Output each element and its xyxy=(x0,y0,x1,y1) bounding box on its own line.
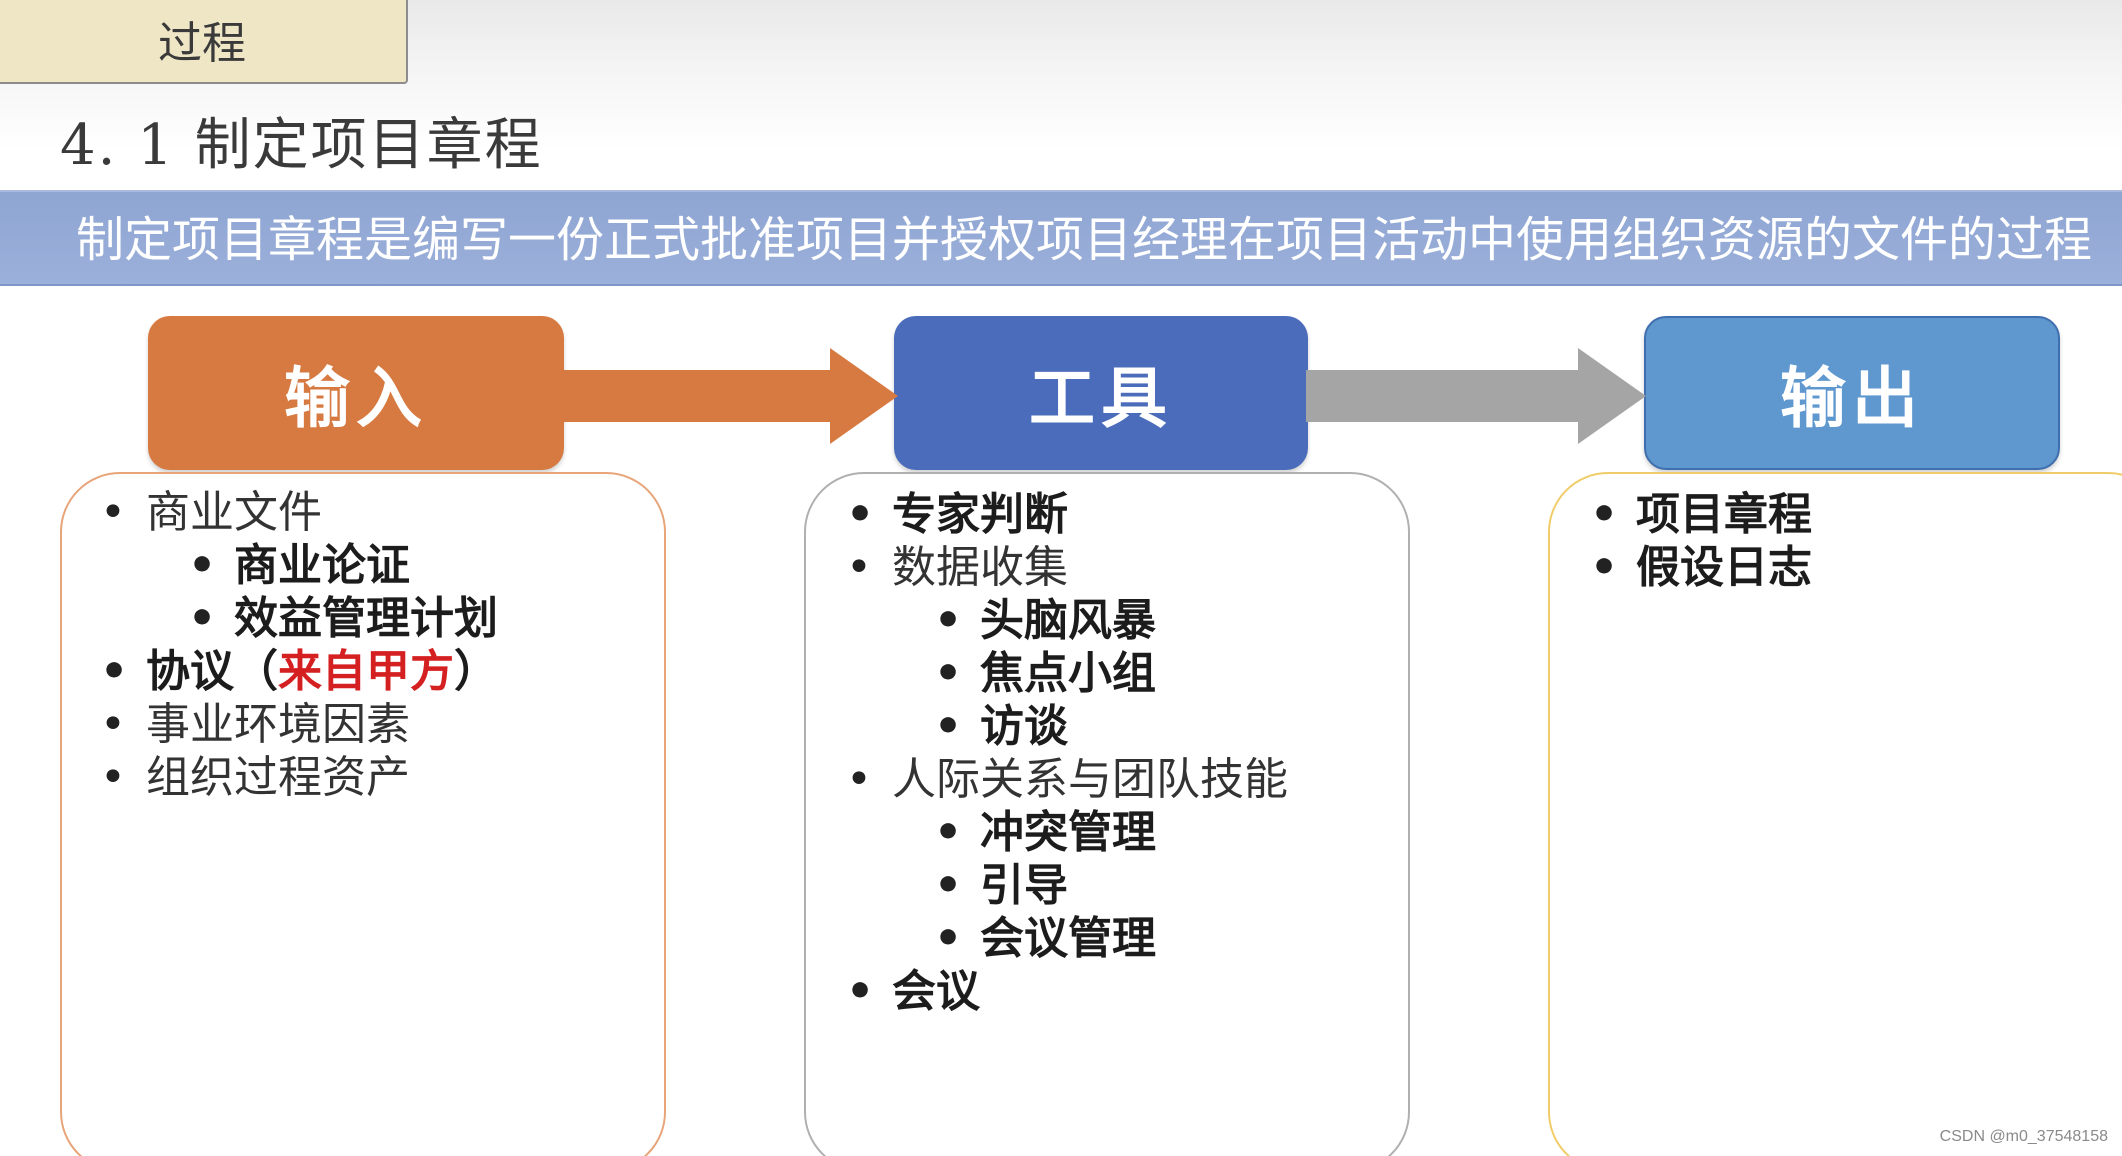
tool-item-meetings: 会议 xyxy=(846,965,1288,1018)
input-item-business-case: 商业论证 xyxy=(188,539,498,592)
agreements-suffix: ） xyxy=(454,646,498,697)
agreements-highlight: 来自甲方 xyxy=(278,646,454,697)
process-tab-label: 过程 xyxy=(158,18,246,69)
input-item-eef: 事业环境因素 xyxy=(100,698,498,751)
input-header-label: 输入 xyxy=(284,360,428,437)
tool-item-interviews: 访谈 xyxy=(934,700,1288,753)
definition-text: 制定项目章程是编写一份正式批准项目并授权项目经理在项目活动中使用组织资源的文件的… xyxy=(76,212,2093,268)
process-tab[interactable]: 过程 xyxy=(0,0,408,84)
input-item-benefits-plan: 效益管理计划 xyxy=(188,592,498,645)
output-content-box xyxy=(1548,472,2122,1156)
output-item-assumption-log: 假设日志 xyxy=(1590,541,1812,594)
output-header-label: 输出 xyxy=(1780,360,1924,437)
tool-item-meeting-management: 会议管理 xyxy=(934,912,1288,965)
output-item-project-charter: 项目章程 xyxy=(1590,488,1812,541)
section-title: 4. 1 制定项目章程 xyxy=(60,113,543,178)
tools-header-label: 工具 xyxy=(1029,360,1173,437)
tool-item-brainstorming: 头脑风暴 xyxy=(934,594,1288,647)
tools-list: 专家判断 数据收集 头脑风暴 焦点小组 访谈 人际关系与团队技能 冲突管理 引导… xyxy=(846,488,1288,1018)
tool-item-conflict-management: 冲突管理 xyxy=(934,806,1288,859)
tools-header: 工具 xyxy=(894,316,1308,470)
definition-banner: 制定项目章程是编写一份正式批准项目并授权项目经理在项目活动中使用组织资源的文件的… xyxy=(0,190,2122,286)
tool-item-interpersonal-skills: 人际关系与团队技能 xyxy=(846,753,1288,806)
tool-item-expert-judgment: 专家判断 xyxy=(846,488,1288,541)
agreements-label: 协议（ xyxy=(146,646,278,697)
tool-item-facilitation: 引导 xyxy=(934,859,1288,912)
output-header: 输出 xyxy=(1644,316,2060,470)
watermark: CSDN @m0_37548158 xyxy=(1939,1128,2108,1145)
input-item-agreements: 协议（来自甲方） xyxy=(100,645,498,698)
input-item-business-documents: 商业文件 xyxy=(100,486,498,539)
input-header: 输入 xyxy=(148,316,564,470)
input-to-tools-arrow-icon xyxy=(560,348,898,444)
output-list: 项目章程 假设日志 xyxy=(1590,488,1812,594)
tool-item-data-gathering: 数据收集 xyxy=(846,541,1288,594)
tools-to-output-arrow-icon xyxy=(1306,348,1646,444)
tool-item-focus-groups: 焦点小组 xyxy=(934,647,1288,700)
input-list: 商业文件 商业论证 效益管理计划 协议（来自甲方） 事业环境因素 组织过程资产 xyxy=(100,486,498,804)
input-item-opa: 组织过程资产 xyxy=(100,751,498,804)
